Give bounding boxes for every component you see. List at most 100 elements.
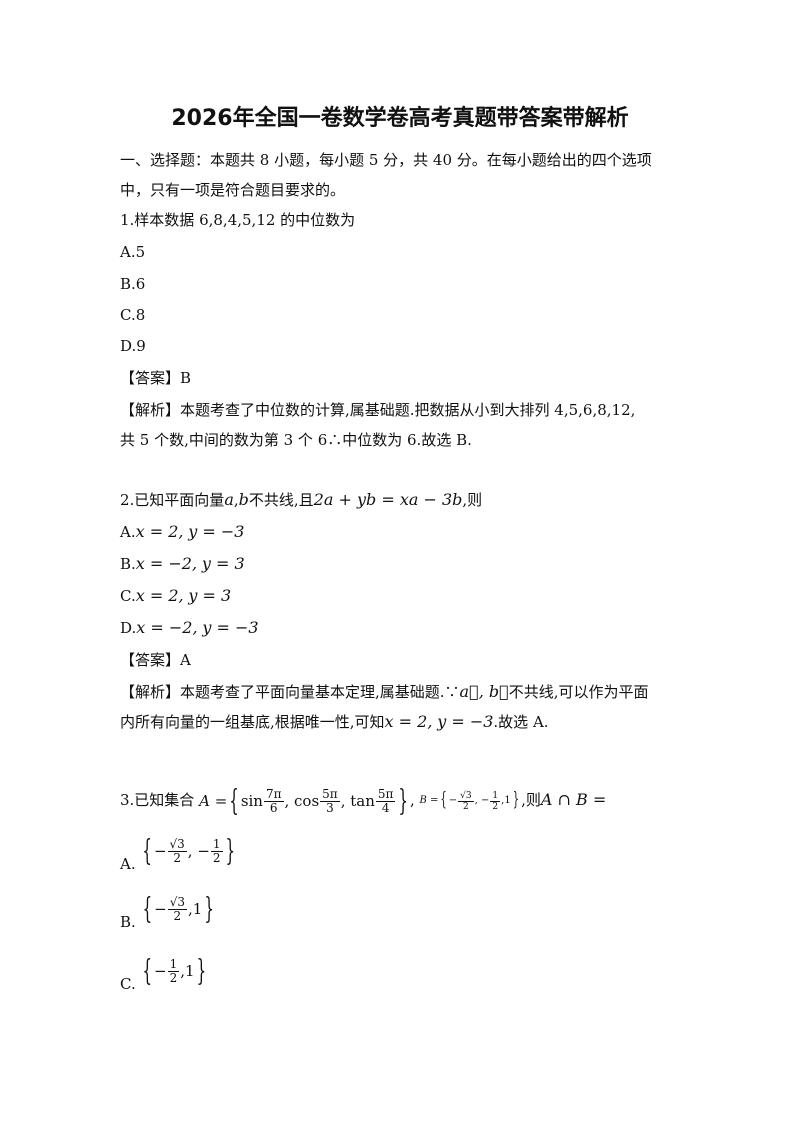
- minus-sign: −: [154, 900, 167, 918]
- option-label: B.: [120, 555, 136, 573]
- q2-stem-text3: ,则: [462, 491, 483, 509]
- q2-answer: 【答案】A: [120, 651, 191, 669]
- option-x: x = −2,: [135, 554, 198, 573]
- q2-option-b: B.x = −2, y = 3: [120, 554, 245, 574]
- option-label: B.: [120, 913, 136, 931]
- numerator: 1: [490, 790, 501, 802]
- vectors-ab: a⃗, b⃗: [459, 682, 509, 701]
- denominator: 2: [173, 850, 181, 865]
- cos-label: , cos: [284, 792, 320, 810]
- option-label: C.: [120, 975, 136, 993]
- denominator: 3: [326, 800, 334, 815]
- denominator: 6: [269, 800, 278, 815]
- numerator: 5π: [320, 786, 340, 802]
- intersection-expr: A ∩ B =: [540, 790, 607, 809]
- comma-minus: , −: [187, 842, 210, 860]
- set-last: 1: [192, 900, 203, 918]
- option-y: y = −3: [188, 522, 245, 541]
- numerator: 7π: [263, 786, 284, 802]
- analysis-text2: 不共线,可以作为平面: [508, 683, 649, 701]
- numerator: √3: [458, 790, 474, 802]
- q2-option-a: A.x = 2, y = −3: [120, 522, 244, 542]
- option-x: x = 2,: [135, 586, 184, 605]
- q2-stem-comma: ,: [233, 491, 239, 509]
- option-label: C.: [120, 587, 136, 605]
- analysis-text: 【解析】本题考查了平面向量基本定理,属基础题.∵: [120, 683, 460, 701]
- set-last: 1: [185, 962, 195, 980]
- sin-label: sin: [240, 792, 263, 810]
- q2-analysis-line2: 内所有向量的一组基底,根据唯一性,可知x = 2, y = −3.故选 A.: [120, 712, 549, 732]
- page-title: 2026年全国一卷数学卷高考真题带答案带解析: [171, 106, 629, 131]
- q1-answer: 【答案】B: [120, 369, 192, 387]
- option-y: y = 3: [201, 554, 245, 573]
- right-brace: }: [398, 783, 408, 819]
- q2-equation: 2a + yb = xa − 3b: [313, 490, 463, 509]
- right-brace: }: [204, 891, 214, 927]
- minus-sign: −: [154, 962, 167, 980]
- right-brace: }: [512, 789, 520, 811]
- q2-option-c: C.x = 2, y = 3: [120, 586, 231, 606]
- analysis-y: y = −3: [437, 712, 494, 731]
- option-x: x = −2,: [136, 618, 198, 637]
- comma: ,: [501, 795, 505, 806]
- minus-sign: −: [448, 795, 458, 806]
- denominator: 2: [463, 801, 469, 812]
- tan-label: , tan: [340, 792, 375, 810]
- option-y: y = 3: [188, 586, 232, 605]
- left-brace: {: [229, 783, 239, 819]
- option-x: x = 2,: [135, 522, 184, 541]
- denominator: 2: [492, 801, 499, 812]
- right-brace: }: [225, 833, 236, 869]
- q2-analysis-line1: 【解析】本题考查了平面向量基本定理,属基础题.∵a⃗, b⃗不共线,可以作为平面: [120, 682, 648, 702]
- left-brace: {: [142, 953, 153, 989]
- numerator: 1: [167, 956, 180, 972]
- set-a-label: A =: [199, 792, 228, 810]
- numerator: 1: [210, 836, 223, 852]
- q1-option-d: D.9: [120, 337, 146, 355]
- analysis-text2: .故选 A.: [493, 713, 549, 731]
- q1-analysis-line1: 【解析】本题考查了中位数的计算,属基础题.把数据从小到大排列 4,5,6,8,1…: [120, 401, 636, 419]
- q1-analysis-line2: 共 5 个数,中间的数为第 3 个 6∴中位数为 6.故选 B.: [120, 431, 472, 449]
- numerator: √3: [167, 836, 187, 852]
- option-label: A.: [120, 855, 136, 873]
- section-heading-line2: 中，只有一项是符合题目要求的。: [120, 181, 346, 199]
- right-brace: }: [196, 953, 207, 989]
- q2-stem-text: 2.已知平面向量: [120, 491, 225, 509]
- comma-minus: , −: [474, 795, 490, 806]
- q2-option-d: D.x = −2, y = −3: [120, 618, 259, 638]
- q2-stem: 2.已知平面向量a,b不共线,且2a + yb = xa − 3b,则: [120, 490, 482, 510]
- comma: ,: [180, 962, 186, 980]
- q1-option-b: B.6: [120, 275, 146, 293]
- left-brace: {: [440, 789, 447, 811]
- q1-stem: 1.样本数据 6,8,4,5,12 的中位数为: [120, 211, 356, 229]
- q2-stem-text2: 不共线,且: [248, 491, 314, 509]
- analysis-x: x = 2,: [384, 712, 433, 731]
- section-heading-line1: 一、选择题：本题共 8 小题，每小题 5 分，共 40 分。在每小题给出的四个选…: [120, 151, 652, 169]
- q1-option-c: C.8: [120, 306, 146, 324]
- numerator: 5π: [375, 786, 396, 802]
- left-brace: {: [142, 891, 153, 927]
- vector-a: a: [224, 490, 234, 509]
- denominator: 2: [212, 850, 221, 865]
- minus-sign: −: [153, 842, 167, 860]
- analysis-text: 内所有向量的一组基底,根据唯一性,可知: [120, 713, 385, 731]
- numerator: √3: [167, 894, 187, 910]
- q3-stem-text: 3.已知集合: [120, 791, 195, 809]
